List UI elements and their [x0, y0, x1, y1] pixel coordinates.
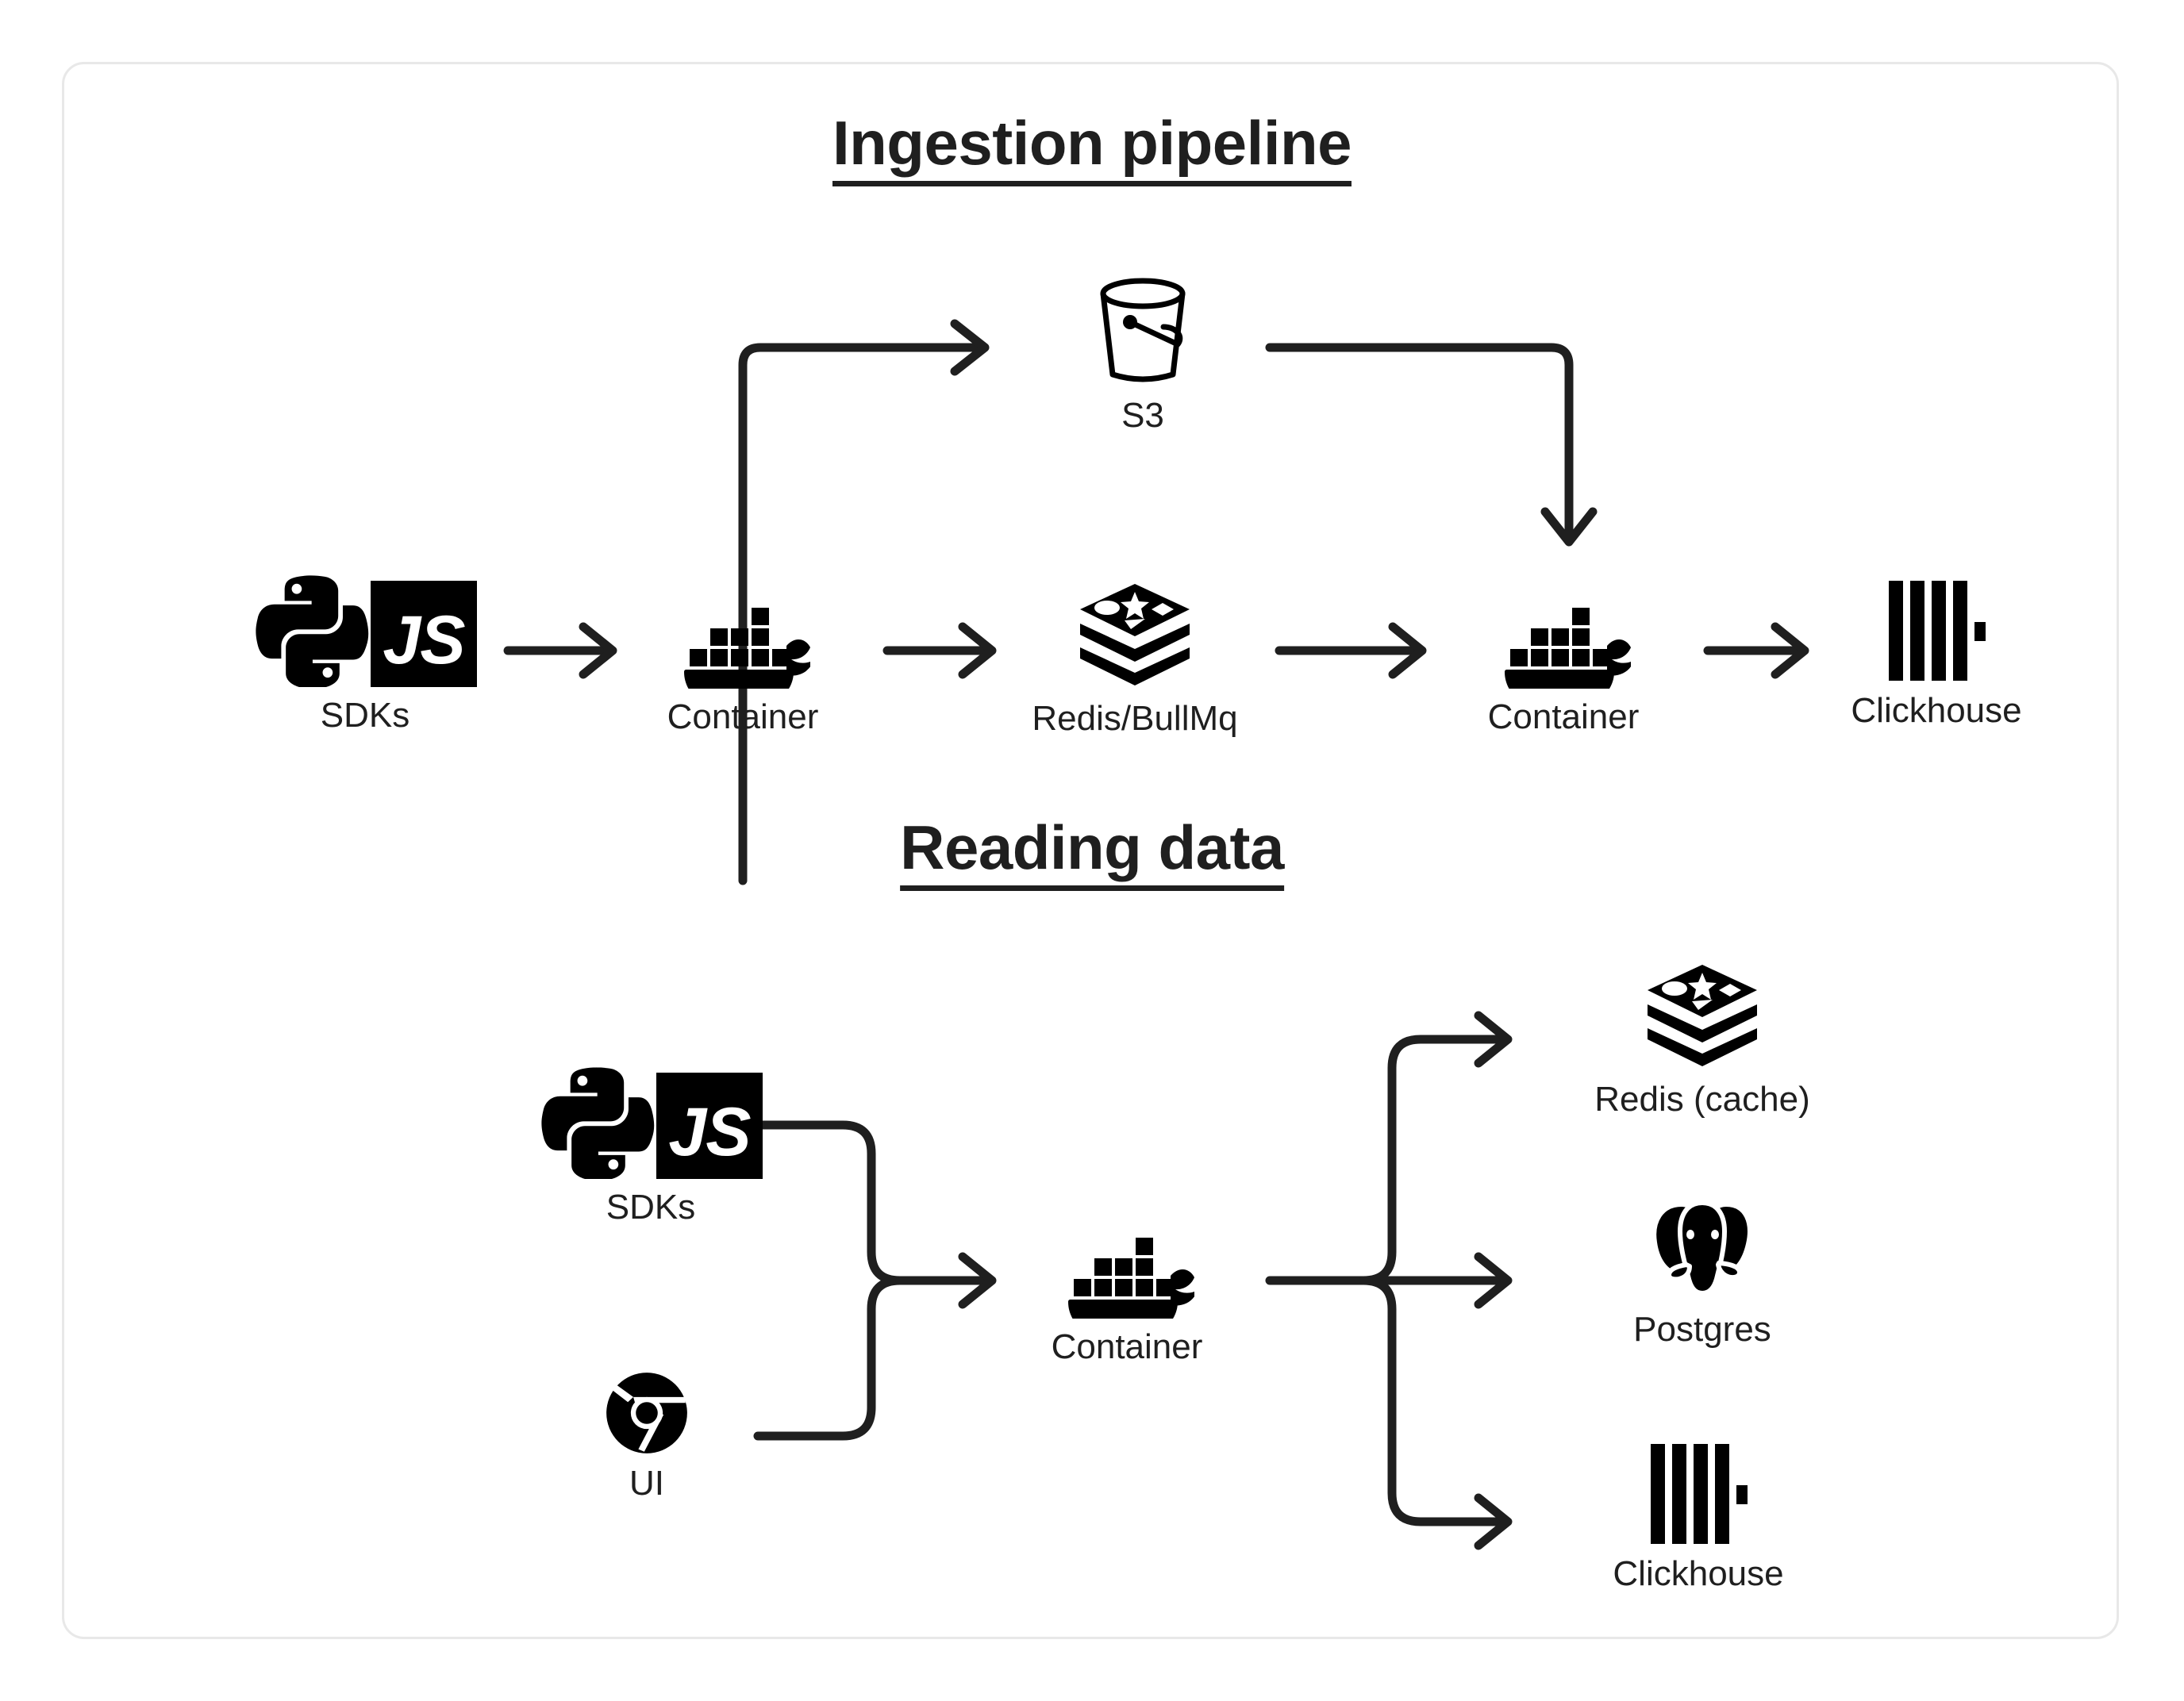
python-js-sdk-icon: JS	[539, 1062, 763, 1179]
reading-node-sdks[interactable]: JS SDKs	[524, 1062, 778, 1227]
redis-icon	[1080, 584, 1190, 685]
clickhouse-bars-icon	[1649, 1442, 1748, 1545]
python-js-sdk-icon: JS	[253, 570, 477, 687]
js-label: JS	[383, 602, 465, 678]
chrome-icon	[606, 1373, 687, 1453]
python-icon	[256, 575, 369, 687]
ingestion-node-container-1-label: Container	[667, 697, 819, 736]
ingestion-node-s3-label: S3	[1121, 396, 1164, 435]
reading-node-container[interactable]: Container	[1024, 1217, 1230, 1366]
reading-section-title: Reading data	[900, 815, 1284, 891]
ingestion-section-title: Ingestion pipeline	[832, 110, 1352, 186]
ingestion-node-container-1[interactable]: Container	[640, 587, 846, 736]
redis-icon	[1648, 965, 1757, 1066]
reading-node-postgres-label: Postgres	[1633, 1310, 1771, 1349]
diagram-card	[62, 62, 2119, 1639]
python-icon	[541, 1067, 655, 1179]
postgres-elephant-icon	[1647, 1190, 1758, 1301]
clickhouse-icon	[1889, 581, 1986, 681]
docker-icon	[1068, 1238, 1194, 1319]
s3-bucket-icon	[1092, 276, 1194, 387]
docker-icon	[1505, 608, 1631, 689]
docker-icon	[684, 608, 810, 689]
reading-node-ui[interactable]: UI	[556, 1371, 738, 1503]
s3-icon	[1100, 278, 1186, 382]
ingestion-node-redis-queue-label: Redis/BullMq	[1032, 699, 1238, 738]
redis-stack-icon	[1075, 579, 1194, 690]
ingestion-node-sdks[interactable]: JS SDKs	[238, 570, 492, 735]
reading-node-ui-label: UI	[629, 1464, 664, 1503]
javascript-icon: JS	[656, 1073, 763, 1179]
chrome-browser-icon	[605, 1371, 689, 1455]
ingestion-node-sdks-label: SDKs	[320, 696, 410, 735]
javascript-icon: JS	[371, 581, 477, 687]
docker-whale-icon	[1059, 1217, 1194, 1319]
postgres-icon	[1651, 1200, 1752, 1296]
ingestion-node-s3[interactable]: S3	[1024, 276, 1262, 435]
reading-node-redis-cache[interactable]: Redis (cache)	[1555, 960, 1849, 1119]
docker-whale-icon	[675, 587, 810, 689]
ingestion-node-container-2[interactable]: Container	[1460, 587, 1667, 736]
reading-node-container-label: Container	[1051, 1327, 1203, 1366]
redis-stack-icon	[1643, 960, 1762, 1071]
clickhouse-bars-icon	[1887, 579, 1986, 682]
reading-node-postgres[interactable]: Postgres	[1579, 1190, 1825, 1349]
js-label: JS	[668, 1094, 751, 1170]
reading-node-clickhouse-label: Clickhouse	[1613, 1554, 1784, 1593]
ingestion-node-clickhouse-label: Clickhouse	[1851, 691, 2022, 730]
clickhouse-icon	[1651, 1444, 1748, 1544]
ingestion-node-container-2-label: Container	[1487, 697, 1640, 736]
reading-node-sdks-label: SDKs	[606, 1188, 696, 1227]
ingestion-node-redis-queue[interactable]: Redis/BullMq	[1024, 579, 1246, 738]
ingestion-node-clickhouse[interactable]: Clickhouse	[1825, 579, 2048, 730]
docker-whale-icon	[1496, 587, 1631, 689]
reading-node-clickhouse[interactable]: Clickhouse	[1563, 1442, 1833, 1593]
reading-node-redis-cache-label: Redis (cache)	[1594, 1080, 1810, 1119]
